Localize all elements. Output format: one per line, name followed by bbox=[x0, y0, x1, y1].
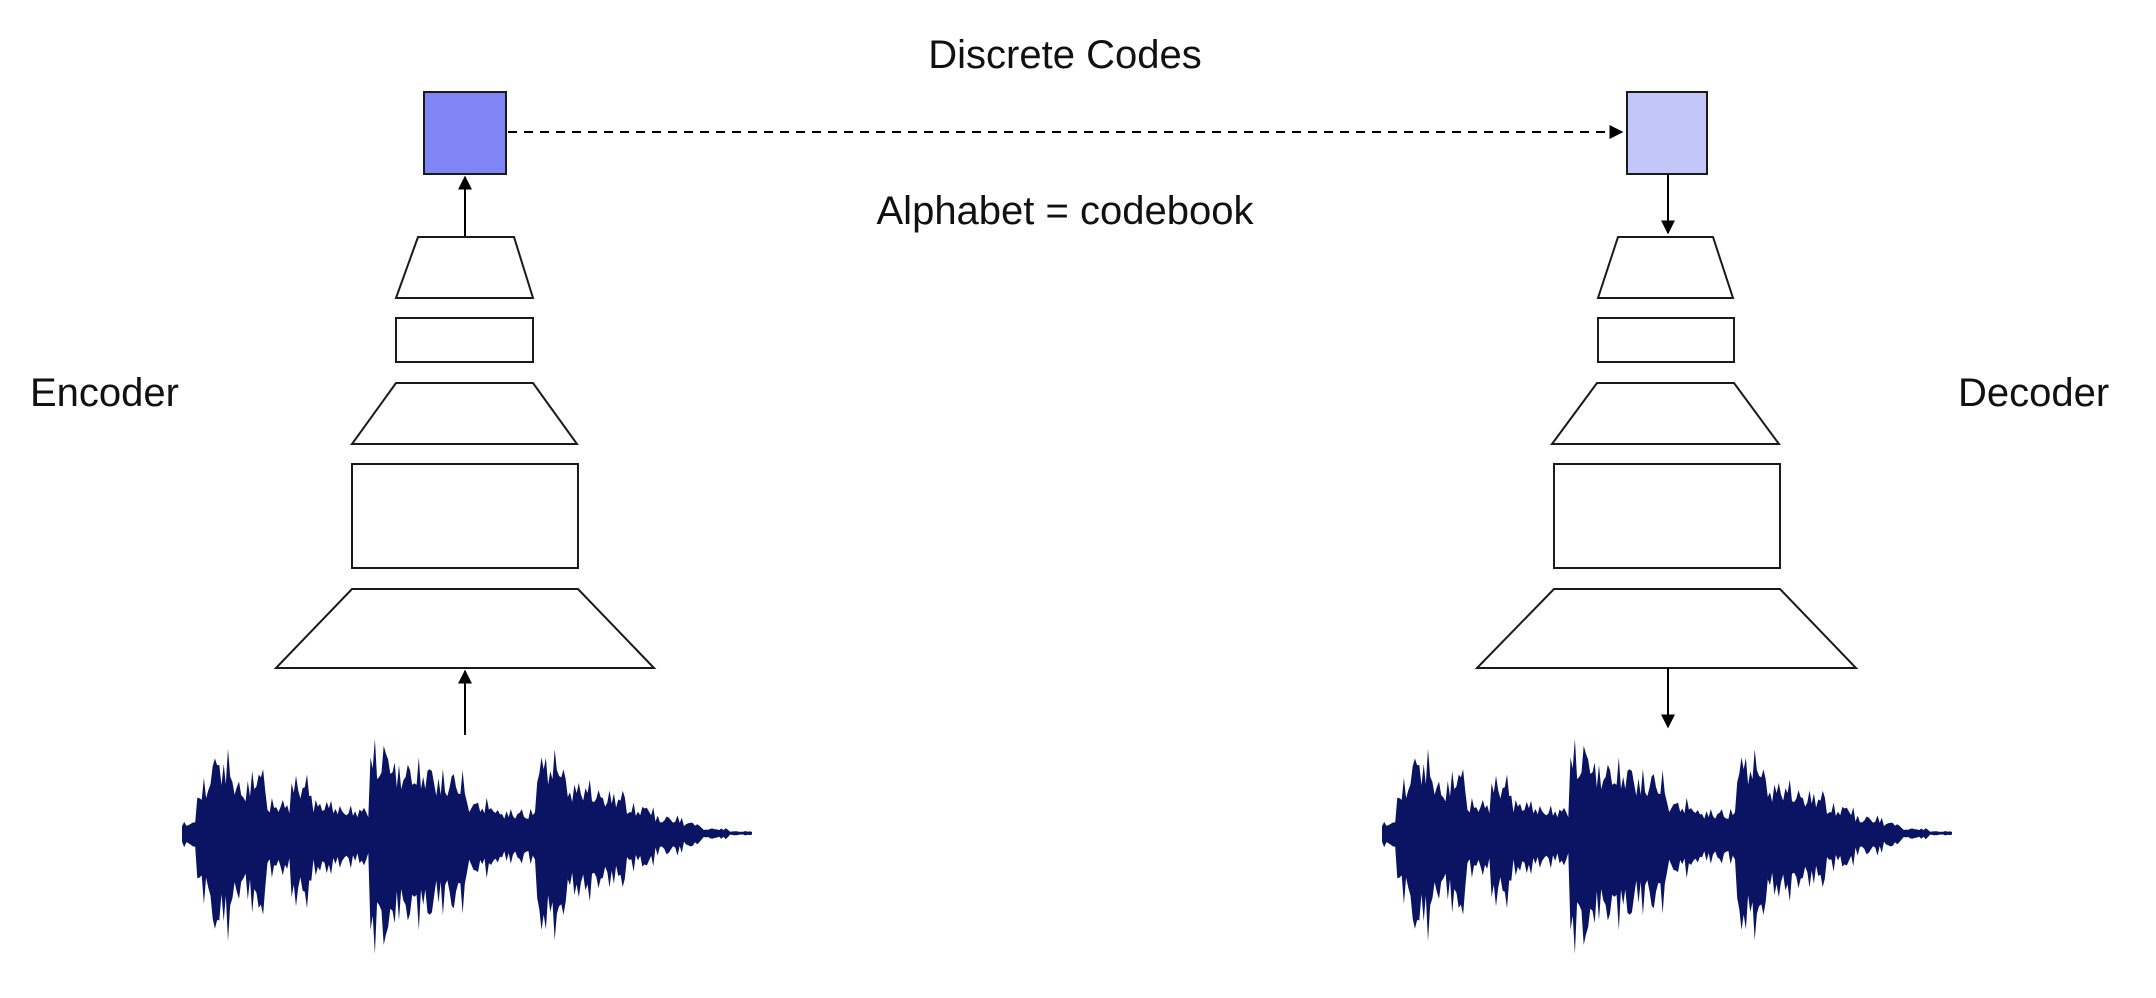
alphabet-codebook-label: Alphabet = codebook bbox=[877, 189, 1255, 233]
decoder-block-1 bbox=[1596, 236, 1735, 299]
encoder-label: Encoder bbox=[30, 371, 179, 415]
decoder-network bbox=[1474, 236, 1859, 669]
decoder-block-4 bbox=[1553, 463, 1781, 569]
discrete-codes-label: Discrete Codes bbox=[928, 33, 1201, 77]
output-waveform-icon bbox=[1382, 738, 1952, 954]
decoder-label: Decoder bbox=[1958, 371, 2109, 415]
encoder-block-4 bbox=[351, 463, 579, 569]
encoder-code-box bbox=[423, 91, 507, 175]
encoder-block-1 bbox=[394, 236, 535, 299]
encoder-network bbox=[273, 236, 657, 669]
encoder-block-5 bbox=[273, 588, 657, 669]
encoder-block-2 bbox=[395, 317, 534, 363]
input-waveform-icon bbox=[182, 738, 752, 954]
decoder-block-3 bbox=[1550, 382, 1781, 445]
decoder-block-5 bbox=[1474, 588, 1859, 669]
decoder-block-2 bbox=[1597, 317, 1735, 363]
decoder-code-box bbox=[1626, 91, 1708, 175]
encoder-block-3 bbox=[350, 382, 579, 445]
